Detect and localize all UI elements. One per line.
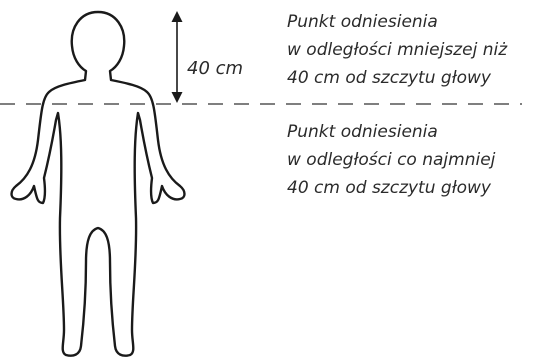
annotation-below-line-3: 40 cm od szczytu głowy [287, 174, 495, 202]
human-figure-outline [12, 12, 185, 356]
annotation-above-line-3: 40 cm od szczytu głowy [287, 64, 507, 92]
annotation-below-line-1: Punkt odniesienia [287, 118, 495, 146]
annotation-below-reference: Punkt odniesienia w odległości co najmni… [287, 118, 495, 202]
arrow-head-bottom [172, 92, 183, 103]
annotation-below-line-2: w odległości co najmniej [287, 146, 495, 174]
arrow-head-top [172, 11, 183, 22]
annotation-above-reference: Punkt odniesienia w odległości mniejszej… [287, 8, 507, 92]
annotation-above-line-2: w odległości mniejszej niż [287, 36, 507, 64]
measurement-arrow [172, 11, 183, 103]
measurement-label: 40 cm [187, 57, 243, 81]
annotation-above-line-1: Punkt odniesienia [287, 8, 507, 36]
